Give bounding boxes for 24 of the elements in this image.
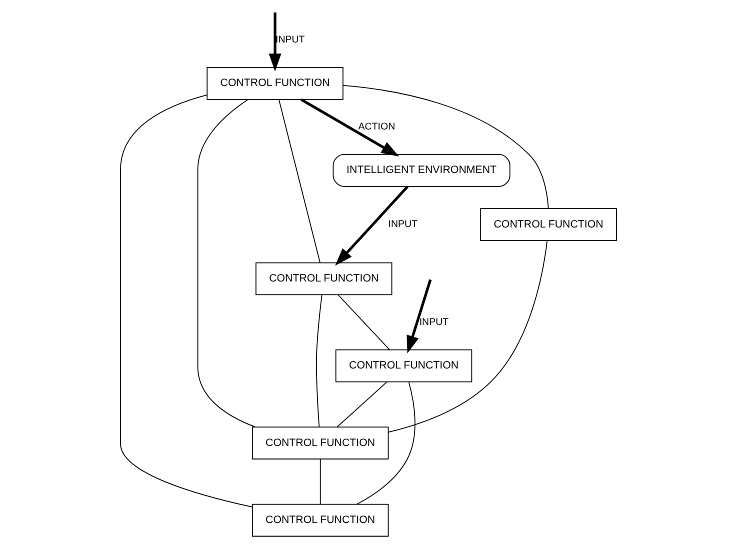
node-box: CONTROL FUNCTION	[255, 262, 392, 296]
arrow	[406, 279, 432, 354]
node-box: INTELLIGENT ENVIRONMENT	[332, 154, 510, 187]
connector	[337, 294, 390, 350]
node-box: CONTROL FUNCTION	[251, 504, 388, 537]
connector	[278, 99, 320, 264]
connector	[336, 382, 387, 428]
arrow	[334, 186, 408, 266]
node-box: CONTROL FUNCTION	[251, 426, 388, 460]
edge-label: INPUT	[388, 219, 418, 230]
node-box: CONTROL FUNCTION	[206, 67, 343, 100]
node-box: CONTROL FUNCTION	[334, 349, 472, 382]
edge-label: ACTION	[358, 121, 395, 132]
connector	[387, 240, 548, 433]
arrow	[268, 12, 281, 72]
arrow	[300, 98, 399, 156]
connector	[319, 458, 320, 505]
connector	[315, 294, 322, 428]
connector	[342, 84, 548, 209]
connector	[356, 382, 415, 505]
connector	[196, 99, 256, 428]
connector	[120, 94, 252, 508]
node-box: CONTROL FUNCTION	[480, 208, 616, 242]
edge-label: INPUT	[418, 316, 448, 328]
